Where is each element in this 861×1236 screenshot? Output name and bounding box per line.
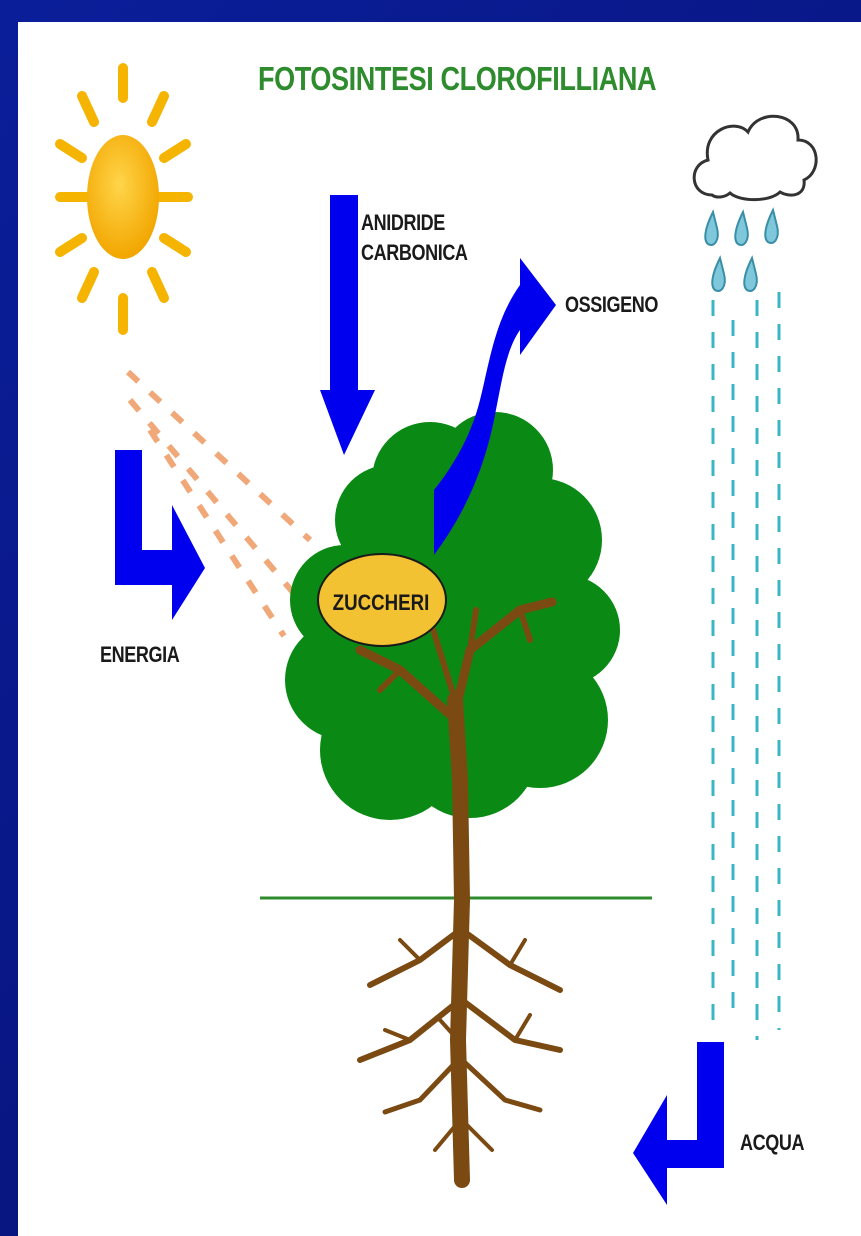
carbon-dioxide-label: ANIDRIDE CARBONICA (361, 208, 468, 268)
oxygen-label: OSSIGENO (565, 292, 658, 318)
sugars-label: ZUCCHERI (326, 590, 437, 616)
carbon-dioxide-label-line2: CARBONICA (361, 238, 468, 268)
water-label: ACQUA (740, 1130, 804, 1156)
diagram-title: FOTOSINTESI CLOROFILLIANA (258, 60, 656, 98)
sun-icon (60, 68, 188, 330)
cloud-icon (694, 116, 816, 199)
water-arrow (633, 1042, 724, 1205)
rain-icon (705, 210, 778, 291)
light-rays (128, 372, 310, 636)
energy-label: ENERGIA (100, 642, 179, 668)
rain-streaks (713, 292, 779, 1040)
carbon-dioxide-label-line1: ANIDRIDE (361, 208, 468, 238)
